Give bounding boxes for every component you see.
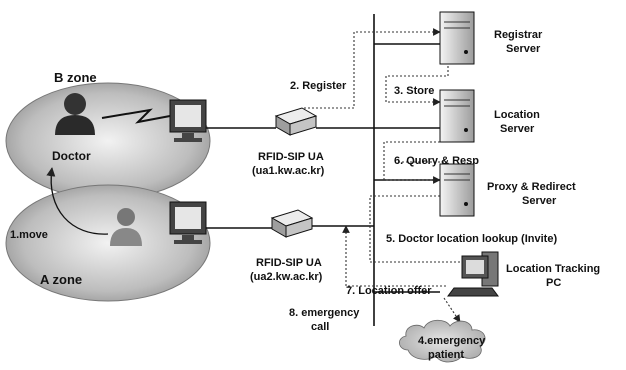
- ua2-domain: (ua2.kw.ac.kr): [250, 271, 323, 283]
- emergency-call-label-2: call: [311, 321, 329, 333]
- proxy-server-icon: [439, 163, 475, 217]
- a-zone-label: A zone: [40, 272, 82, 287]
- move-arrow: [46, 167, 109, 235]
- registrar-label-1: Registrar: [494, 29, 543, 41]
- emergency-patient-label-1: 4.emergency: [418, 335, 486, 347]
- ua2-name: RFID-SIP UA: [256, 257, 322, 269]
- patient-person-icon: [110, 208, 142, 246]
- signal-arrows: [304, 28, 481, 323]
- monitor-icon-b: [169, 99, 207, 142]
- desktop-pc-icon: [447, 251, 499, 297]
- router-icon-ua1: [274, 107, 318, 136]
- proxy-label-1: Proxy & Redirect: [487, 181, 576, 193]
- emergency-call-label-1: 8. emergency: [289, 307, 360, 319]
- b-zone-label: B zone: [54, 70, 97, 85]
- registrar-label-2: Server: [506, 43, 541, 55]
- router-icon-ua2: [270, 209, 314, 238]
- tracking-label-1: Location Tracking: [506, 263, 600, 275]
- registrar-server-icon: [439, 11, 475, 65]
- location-label-2: Server: [500, 123, 535, 135]
- location-server-icon: [439, 89, 475, 143]
- zone-a: [5, 184, 211, 302]
- ua1-name: RFID-SIP UA: [258, 151, 324, 163]
- move-label: 1.move: [10, 229, 48, 241]
- location-offer-label: 7. Location offer: [346, 285, 432, 297]
- wireless-signal-icon: [101, 108, 171, 124]
- store-label: 3. Store: [394, 85, 434, 97]
- monitor-icon-a: [169, 201, 207, 244]
- emergency-patient-cloud-icon: [399, 319, 486, 363]
- doctor-label: Doctor: [52, 149, 91, 163]
- ua1-domain: (ua1.kw.ac.kr): [252, 165, 325, 177]
- emergency-patient-label-2: patient: [428, 349, 464, 361]
- tracking-label-2: PC: [546, 277, 561, 289]
- register-label: 2. Register: [290, 80, 347, 92]
- doctor-person-icon: [55, 93, 95, 135]
- network-links: [206, 14, 440, 326]
- location-label-1: Location: [494, 109, 540, 121]
- lookup-label: 5. Doctor location lookup (Invite): [386, 233, 557, 245]
- proxy-label-2: Server: [522, 195, 557, 207]
